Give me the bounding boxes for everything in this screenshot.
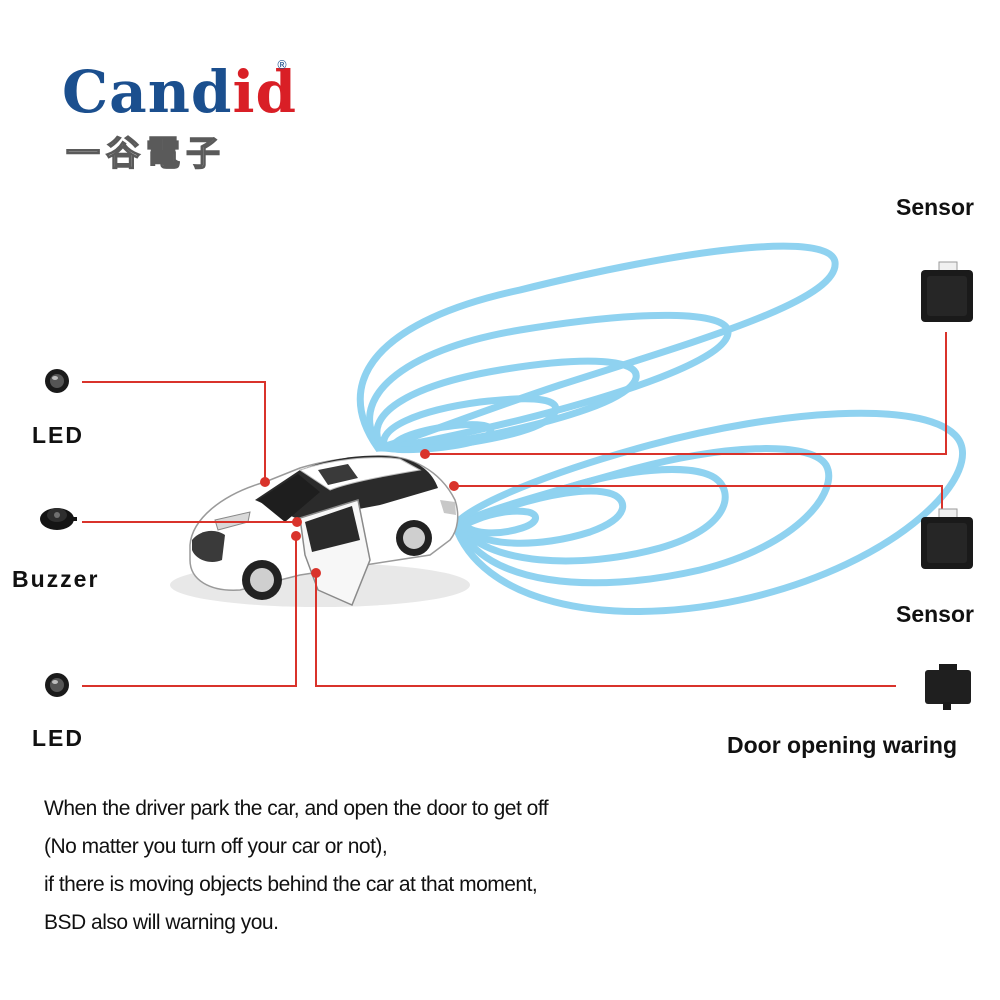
led-indicator-icon [45, 673, 69, 697]
door-module-icon [925, 664, 971, 710]
dot-sensor-top [420, 449, 430, 459]
led-bottom-label: LED [32, 725, 84, 751]
dot-led-bottom [291, 531, 301, 541]
sensor-top-label: Sensor [896, 194, 974, 220]
wire-door-warning [315, 573, 896, 687]
buzzer-label: Buzzer [12, 566, 100, 592]
wiring [82, 332, 947, 687]
dot-led-top [260, 477, 270, 487]
wire-led-bottom [82, 536, 297, 687]
dot-sensor-bottom [449, 481, 459, 491]
led-indicator-icon [45, 369, 69, 393]
description-line: When the driver park the car, and open t… [44, 797, 549, 820]
registered-mark: ® [276, 58, 288, 72]
radar-sensor-icon [921, 261, 973, 322]
detection-waves-upper [356, 242, 839, 454]
car-illustration [170, 455, 470, 607]
description-line: if there is moving objects behind the ca… [44, 873, 538, 896]
logo-wordmark-part2: id [232, 58, 298, 126]
sensor-bottom-label: Sensor [896, 601, 974, 627]
description-line: (No matter you turn off your car or not)… [44, 835, 388, 858]
description-line: BSD also will warning you. [44, 911, 279, 934]
detection-waves-lower [451, 409, 966, 615]
brand-logo: Candid [62, 58, 297, 126]
buzzer-icon [40, 508, 77, 530]
radar-sensor-icon [921, 508, 973, 569]
logo-subtitle: 一谷電子 [65, 133, 226, 174]
dot-buzzer [292, 517, 302, 527]
dot-door [311, 568, 321, 578]
led-top-label: LED [32, 422, 84, 448]
logo-wordmark-part1: Cand [62, 58, 233, 126]
connection-points [260, 449, 459, 578]
wire-sensor-bottom [454, 485, 943, 515]
door-warning-label: Door opening waring [727, 732, 957, 758]
description-text: When the driver park the car, and open t… [44, 790, 549, 942]
wire-led-top [82, 381, 266, 482]
wire-sensor-top [425, 332, 947, 455]
